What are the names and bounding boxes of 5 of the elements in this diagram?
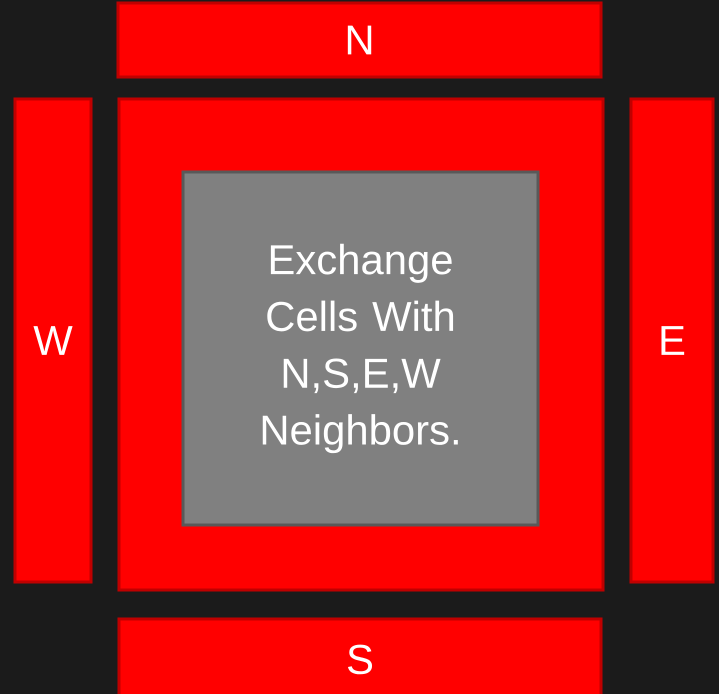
- neighbor-strip: N: [116, 2, 602, 78]
- neighbor-strip: W: [14, 98, 92, 584]
- neighbor-strip: S: [118, 618, 602, 694]
- neighbor-strip: E: [630, 98, 714, 584]
- cell-block: Exchange Cells With N,S,E,W Neighbors.: [182, 170, 540, 526]
